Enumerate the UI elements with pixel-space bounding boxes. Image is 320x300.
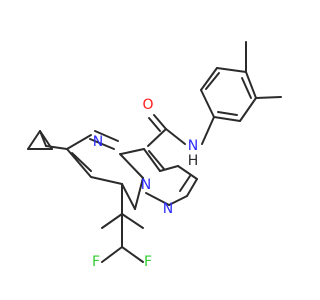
molecule-structure: O N H N N N F F: [27, 41, 282, 270]
bond: [90, 176, 123, 185]
bond: [121, 246, 144, 263]
bond: [217, 111, 238, 116]
bond: [168, 195, 188, 206]
bond: [205, 72, 220, 90]
bond: [134, 177, 144, 210]
fluorine-atom-label: F: [144, 254, 152, 270]
bond: [239, 97, 257, 122]
bond: [94, 130, 119, 142]
bond: [159, 165, 179, 172]
bond: [177, 165, 198, 180]
bond: [165, 128, 186, 145]
bond: [27, 130, 41, 150]
bond: [101, 213, 123, 229]
bond: [245, 71, 257, 99]
bond: [147, 128, 167, 147]
bond: [200, 67, 218, 91]
bond: [179, 175, 191, 192]
bond: [148, 117, 161, 132]
bond: [200, 89, 215, 118]
bond: [120, 148, 145, 155]
bond: [213, 116, 241, 122]
bond: [39, 130, 47, 147]
bond-layer: [27, 41, 282, 263]
bond: [255, 96, 282, 99]
bond: [89, 138, 115, 150]
nitrogen-atom-label: N: [93, 134, 103, 150]
bond: [121, 183, 136, 210]
bond: [66, 148, 92, 178]
bond: [153, 114, 167, 130]
bond: [66, 134, 92, 150]
nitrogen-atom-label: N: [141, 177, 151, 193]
bond: [148, 150, 165, 170]
bond: [201, 116, 215, 145]
hydrogen-atom-label: H: [188, 153, 199, 169]
bond: [216, 67, 247, 73]
bond: [241, 77, 252, 99]
nitrogen-atom-label: N: [188, 138, 198, 154]
bond: [186, 178, 198, 197]
atom-label-layer: O N H N N N F F: [92, 97, 198, 270]
oxygen-atom-label: O: [142, 97, 153, 113]
bond: [71, 152, 92, 172]
bond: [145, 192, 170, 206]
bond: [121, 213, 144, 229]
bond: [45, 145, 68, 150]
bond: [143, 148, 161, 172]
fluorine-atom-label: F: [92, 254, 100, 270]
bond: [101, 246, 123, 263]
nitrogen-atom-label: N: [163, 201, 173, 217]
bond: [119, 153, 144, 179]
